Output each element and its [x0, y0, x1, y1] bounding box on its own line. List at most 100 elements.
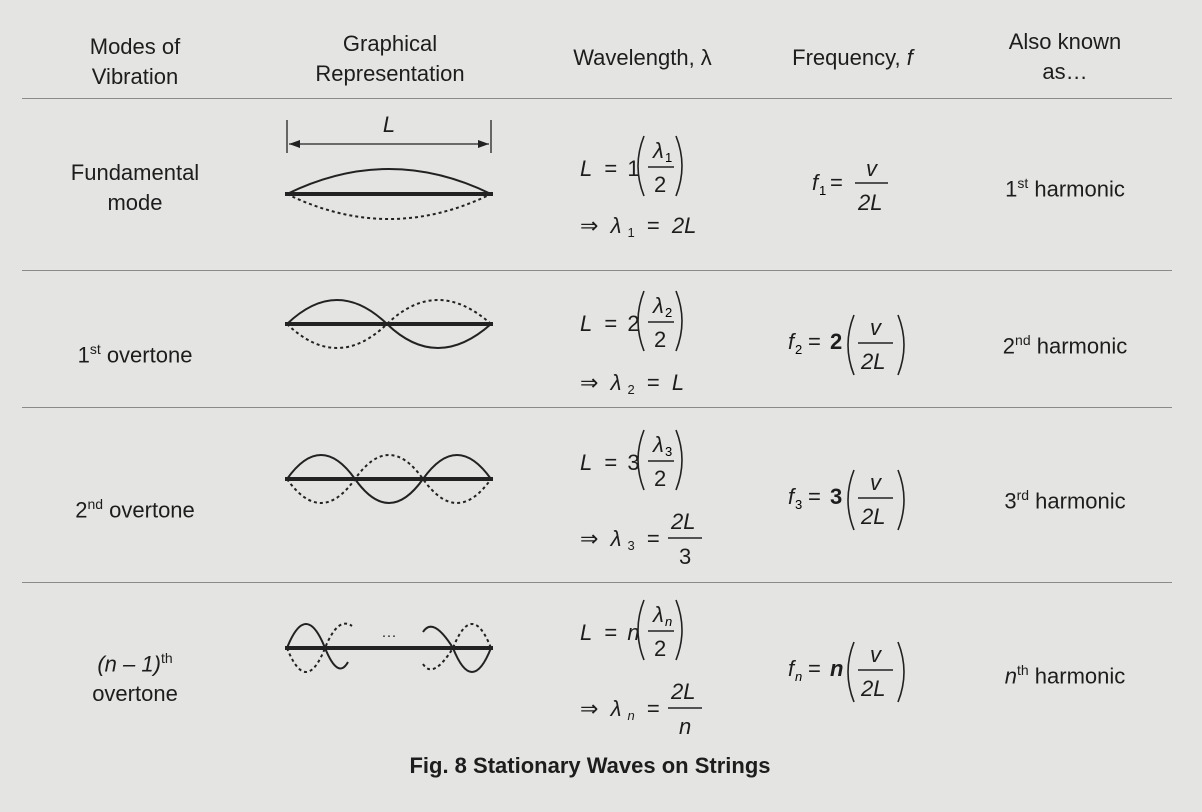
- row4-eq-equals: =: [604, 620, 617, 645]
- row4-f-paren-right: [897, 641, 905, 703]
- row1-arrowhead-left: [289, 140, 300, 148]
- row3-f-equals: =: [808, 484, 821, 509]
- row3-f-coef: 3: [830, 484, 842, 509]
- row1-f-2L: 2L: [857, 190, 882, 215]
- row2-eq-L: L: [580, 311, 592, 336]
- row3-eq-lambda: λ: [652, 432, 664, 457]
- row1-eq-lambda2: λ: [610, 213, 622, 238]
- row1-eq-denominator: 2: [654, 172, 666, 197]
- row4-ellipsis: ···: [382, 627, 397, 644]
- row2-eq-coef: 2: [627, 311, 639, 336]
- row1-eq-paren-right: [675, 135, 683, 197]
- row2-eq-lambda-sub: 2: [665, 305, 672, 320]
- row1-eq-line1: L = 1: [580, 156, 640, 181]
- row2-f-paren-left: [847, 314, 855, 376]
- row3-mode: 2nd overtone: [30, 489, 240, 525]
- row4-wave-dashed-right: [422, 623, 492, 671]
- row2-wave-dashed: [286, 299, 492, 349]
- row3-aka: 3rd harmonic: [960, 480, 1170, 516]
- row3-f-paren-right: [897, 469, 905, 531]
- row2-eq-implies: ⇒: [580, 370, 598, 395]
- row2-aka-text: harmonic: [1030, 333, 1128, 359]
- row3-wave-solid: [286, 454, 492, 504]
- row1-aka-text: harmonic: [1028, 176, 1125, 202]
- row4-aka: nth harmonic: [960, 655, 1170, 691]
- row4-eq-result-num: 2L: [670, 679, 695, 704]
- row4-frequency-equation: f n = n v 2L: [788, 641, 905, 703]
- row2-eq-line2: ⇒ λ 2 = L: [580, 370, 684, 399]
- row2-f-2L: 2L: [860, 349, 885, 374]
- row2-wave-diagram: [285, 299, 493, 349]
- row2-eq-equals: =: [604, 311, 617, 336]
- header-modes-line1: Modes of: [89, 34, 181, 59]
- row2-f-coef: 2: [830, 329, 842, 354]
- row2-mode-text: overtone: [100, 342, 193, 368]
- row3-wave-dashed: [286, 454, 492, 504]
- row3-eq-L: L: [580, 450, 592, 475]
- row1-arrowhead-right: [478, 140, 489, 148]
- rule-row-3: [22, 582, 1172, 583]
- row1-aka: 1st harmonic: [960, 168, 1170, 204]
- row4-mode: (n – 1)th overtone: [30, 643, 240, 709]
- row1-mode-line2: mode: [107, 190, 163, 215]
- row3-mode-sup: nd: [87, 496, 104, 512]
- row4-eq-line1: L = n: [580, 620, 640, 645]
- row1-eq-lambda-sub: 1: [665, 150, 672, 165]
- row1-f: f: [812, 170, 821, 195]
- row1-f-equals: =: [830, 170, 843, 195]
- rule-row-2: [22, 407, 1172, 408]
- row4-aka-num: n: [1004, 663, 1017, 689]
- row1-mode: Fundamental mode: [30, 158, 240, 218]
- header-frequency-label: Frequency,: [792, 45, 901, 70]
- row3-eq-lambda2: λ: [610, 526, 622, 551]
- row1-wave-solid: [286, 168, 492, 195]
- row4-eq-implies: ⇒: [580, 696, 598, 721]
- row2-eq-lambda2-sub: 2: [628, 382, 635, 397]
- row2-eq-result: L: [672, 370, 684, 395]
- row1-eq-equals2: =: [647, 213, 660, 238]
- row2-eq-lambda2: λ: [610, 370, 622, 395]
- header-modes: Modes of Vibration: [40, 32, 230, 92]
- header-graphical: Graphical Representation: [280, 29, 500, 89]
- row3-eq-implies: ⇒: [580, 526, 598, 551]
- row3-frequency-equation: f 3 = 3 v 2L: [788, 469, 905, 531]
- row1-wavelength-equation: L = 1 λ 1 2 ⇒ λ 1 = 2L: [580, 135, 696, 240]
- row2-eq-equals2: =: [647, 370, 660, 395]
- row4-eq-equals2: =: [647, 696, 660, 721]
- row3-mode-text: overtone: [103, 497, 195, 523]
- header-graphical-line1: Graphical: [342, 31, 438, 56]
- row2-f-equals: =: [808, 329, 821, 354]
- row1-eq-paren-left: [637, 135, 645, 197]
- header-graphical-line2: Representation: [315, 61, 465, 86]
- row4-f-paren-left: [847, 641, 855, 703]
- row3-eq-lambda-sub: 3: [665, 444, 672, 459]
- row3-eq-lambda2-sub: 3: [628, 538, 635, 553]
- row2-f-v: v: [870, 315, 883, 340]
- row4-eq-lambda2-sub: n: [628, 708, 635, 723]
- row3-wave-diagram: [285, 454, 493, 504]
- row1-f-v: v: [866, 156, 879, 181]
- row4-eq-coef: n: [627, 620, 639, 645]
- row3-aka-num: 3: [1004, 488, 1017, 514]
- row4-f: f: [788, 656, 797, 681]
- row1-eq-lambda2-sub: 1: [628, 225, 635, 240]
- row2-eq-lambda: λ: [652, 293, 664, 318]
- row1-length-label: L: [383, 112, 395, 137]
- row4-wave-diagram: ···: [285, 622, 493, 673]
- row3-eq-line1: L = 3: [580, 450, 640, 475]
- row2-f: f: [788, 329, 797, 354]
- row3-aka-text: harmonic: [1029, 488, 1126, 514]
- header-modes-line2: Vibration: [91, 64, 179, 89]
- row3-eq-coef: 3: [627, 450, 639, 475]
- row4-f-v: v: [870, 642, 883, 667]
- row1-eq-implies: ⇒: [580, 213, 598, 238]
- row2-eq-paren-right: [675, 290, 683, 352]
- rule-row-1: [22, 270, 1172, 271]
- row3-eq-denominator: 2: [654, 466, 666, 491]
- row1-wave-diagram: L: [285, 112, 493, 220]
- row1-mode-line1: Fundamental: [70, 160, 200, 185]
- row4-eq-lambda-sub: n: [665, 614, 672, 629]
- row4-mode-line1: (n – 1)th: [30, 643, 240, 679]
- row2-eq-line1: L = 2: [580, 311, 640, 336]
